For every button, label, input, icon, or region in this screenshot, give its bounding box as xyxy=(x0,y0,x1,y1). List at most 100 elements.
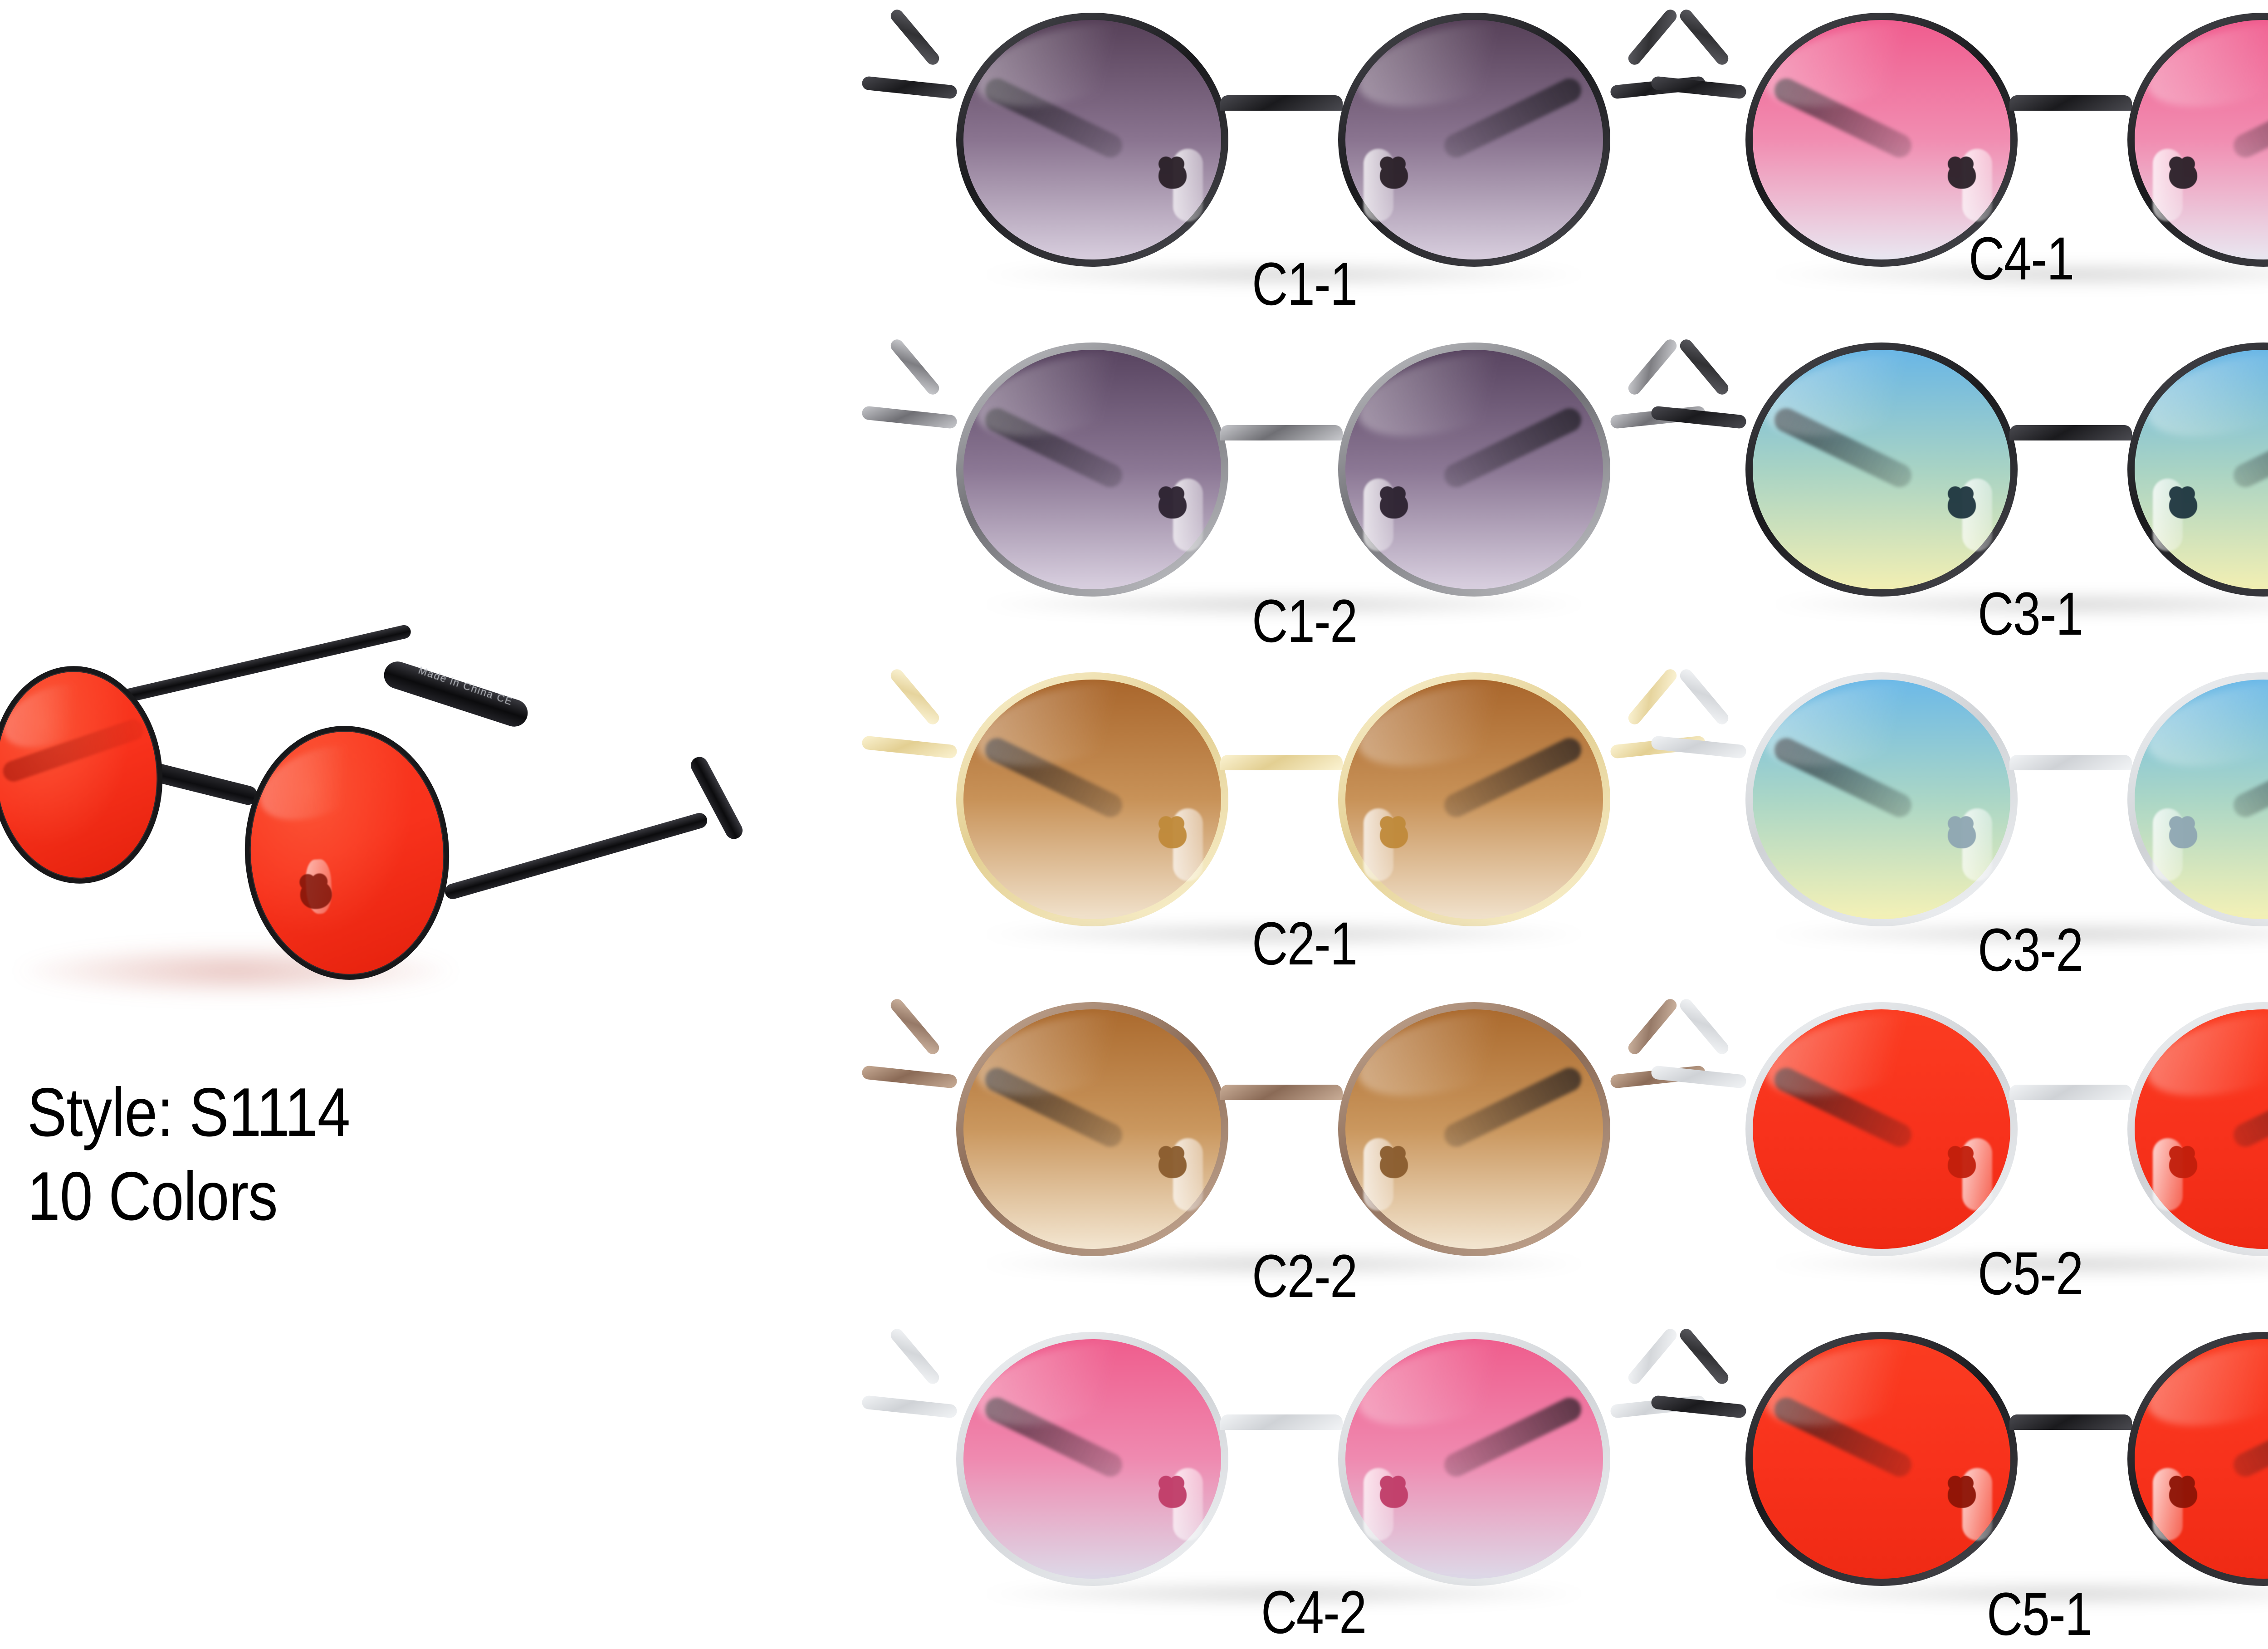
hero-sunglasses-image: Made in China CE xyxy=(0,623,916,1062)
variant-label-c2-2: C2-2 xyxy=(1252,1243,1358,1310)
hinge-detail xyxy=(1158,1476,1187,1508)
lens-left xyxy=(1745,343,2018,597)
temple-fold-left xyxy=(888,337,942,397)
variant-c5-2[interactable]: C5-2 xyxy=(1651,989,2268,1319)
lens-right xyxy=(1338,1002,1610,1256)
temple-fold-right xyxy=(1626,337,1679,397)
variant-c1-2[interactable]: C1-2 xyxy=(861,330,1706,660)
variant-label-c3-1: C3-1 xyxy=(1978,580,2083,648)
lens-glass xyxy=(1753,680,2010,919)
variant-label-c2-1: C2-1 xyxy=(1252,910,1358,978)
hinge-detail xyxy=(1948,486,1976,519)
lens-glass xyxy=(1753,1339,2010,1579)
hinge-detail xyxy=(2169,1146,2197,1178)
lens-glass xyxy=(963,1339,1221,1579)
lens-left xyxy=(956,343,1228,597)
temple-reflection xyxy=(981,1064,1126,1151)
lens-glass xyxy=(1345,680,1603,919)
lens-right xyxy=(2127,343,2268,597)
lens-glass xyxy=(963,680,1221,919)
temple-fold-left xyxy=(888,666,942,727)
variant-c4-2[interactable]: C4-2 xyxy=(861,1319,1706,1649)
nose-bridge xyxy=(2009,1085,2132,1100)
sunglasses-photo xyxy=(861,7,1706,288)
hero-temple-arm-front xyxy=(443,811,709,901)
temple-reflection xyxy=(1770,404,1916,491)
photo-drop-shadow xyxy=(1769,1251,2268,1277)
temple-reflection xyxy=(981,404,1126,491)
photo-drop-shadow xyxy=(1769,591,2268,617)
variant-label-c5-2: C5-2 xyxy=(1978,1240,2083,1307)
photo-drop-shadow xyxy=(980,921,1588,947)
nose-bridge xyxy=(1220,1085,1343,1100)
temple-reflection xyxy=(981,1394,1126,1481)
sunglasses-photo xyxy=(1651,7,2268,288)
lens-left xyxy=(956,13,1228,267)
variant-label-c5-1: C5-1 xyxy=(1987,1580,2092,1648)
lens-glass xyxy=(1753,20,2010,259)
product-caption: Style: S1114 10 Colors xyxy=(27,1071,617,1239)
photo-drop-shadow xyxy=(1769,921,2268,947)
temple-fold-left xyxy=(888,1326,942,1387)
temple-fold-right xyxy=(1626,7,1679,68)
hinge-detail xyxy=(1948,816,1976,848)
temple-reflection xyxy=(981,734,1126,821)
temple-reflection xyxy=(1440,1064,1585,1151)
variant-c3-2[interactable]: C3-2 xyxy=(1651,660,2268,989)
temple-fold-right xyxy=(1626,666,1679,727)
temple-reflection xyxy=(2229,1064,2268,1151)
nose-bridge xyxy=(1220,1414,1343,1430)
photo-drop-shadow xyxy=(980,261,1588,288)
variant-c4-1[interactable]: C4-1 xyxy=(1651,0,2268,330)
temple-fold-right xyxy=(1626,1326,1679,1387)
hero-product-panel: Made in China CE Style: S1114 10 Colors xyxy=(0,0,889,1649)
photo-drop-shadow xyxy=(980,1251,1588,1277)
temple-fold-right xyxy=(1626,996,1679,1057)
lens-glass xyxy=(2135,1009,2268,1249)
lens-glass xyxy=(2135,350,2268,589)
lens-right xyxy=(2127,672,2268,926)
sunglasses-photo xyxy=(861,337,1706,617)
lens-left xyxy=(1745,1002,2018,1256)
hinge-detail xyxy=(1380,1476,1408,1508)
temple-reflection xyxy=(2229,1394,2268,1481)
variant-c2-2[interactable]: C2-2 xyxy=(861,989,1706,1319)
sunglasses-photo xyxy=(861,666,1706,947)
temple-fold-left xyxy=(1677,666,1731,727)
lens-right xyxy=(2127,1002,2268,1256)
photo-drop-shadow xyxy=(980,1580,1588,1607)
lens-left xyxy=(1745,672,2018,926)
lens-glass xyxy=(1345,20,1603,259)
sunglasses-photo xyxy=(1651,666,2268,947)
photo-drop-shadow xyxy=(1769,1580,2268,1607)
temple-reflection xyxy=(1440,74,1585,161)
variant-c3-1[interactable]: C3-1 xyxy=(1651,330,2268,660)
temple-reflection xyxy=(1440,404,1585,491)
variant-c1-1[interactable]: C1-1 xyxy=(861,0,1706,330)
lens-left xyxy=(956,672,1228,926)
lens-glass xyxy=(2135,680,2268,919)
variant-label-c4-2: C4-2 xyxy=(1261,1579,1367,1646)
lens-glass xyxy=(1753,1009,2010,1249)
temple-reflection xyxy=(1440,1394,1585,1481)
temple-fold-left xyxy=(1677,1326,1731,1387)
lens-right xyxy=(1338,13,1610,267)
sunglasses-photo xyxy=(1651,337,2268,617)
lens-right xyxy=(1338,1332,1610,1586)
lens-right xyxy=(2127,13,2268,267)
variant-c5-1[interactable]: C5-1 xyxy=(1651,1319,2268,1649)
lens-glass xyxy=(1345,1009,1603,1249)
hinge-detail xyxy=(2169,816,2197,848)
hinge-detail xyxy=(2169,1476,2197,1508)
variant-c2-1[interactable]: C2-1 xyxy=(861,660,1706,989)
temple-reflection xyxy=(1770,74,1916,161)
nose-bridge xyxy=(2009,425,2132,440)
sunglasses-photo xyxy=(1651,996,2268,1277)
nose-bridge xyxy=(1220,425,1343,440)
nose-bridge xyxy=(2009,1414,2132,1430)
lens-right xyxy=(1338,343,1610,597)
lens-glass xyxy=(963,20,1221,259)
